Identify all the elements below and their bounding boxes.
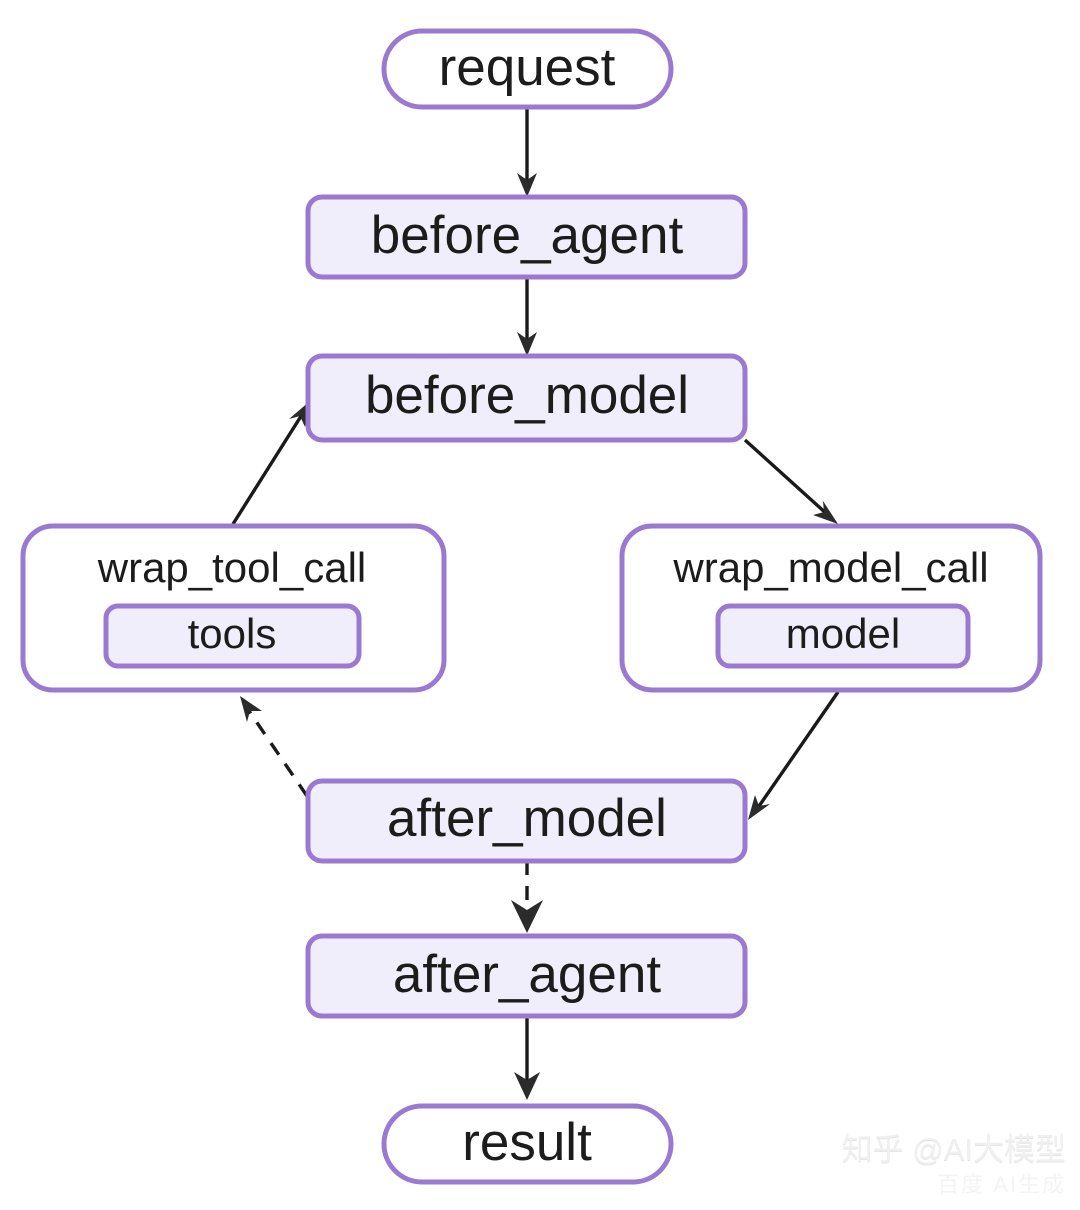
node-after-model[interactable]: after_model xyxy=(305,778,748,864)
node-after-agent-label: after_agent xyxy=(393,945,661,1004)
node-wrap-model-call-label: wrap_model_call xyxy=(672,544,988,591)
node-wrap-tool-call[interactable]: wrap_tool_call tools xyxy=(20,523,447,693)
node-before-agent[interactable]: before_agent xyxy=(305,194,748,280)
edge-layer xyxy=(231,107,840,1100)
node-wrap-model-call[interactable]: wrap_model_call model xyxy=(619,523,1043,693)
node-tools[interactable]: tools xyxy=(103,603,362,669)
node-result-label: result xyxy=(462,1113,592,1172)
edge-wrap-tool-call-to-before-model xyxy=(231,401,310,525)
edge-request-to-before-agent xyxy=(517,107,537,197)
edge-before-model-to-wrap-model-call xyxy=(743,438,838,524)
node-before-model[interactable]: before_model xyxy=(305,353,748,443)
node-model-label: model xyxy=(786,610,900,657)
node-before-model-label: before_model xyxy=(365,366,689,425)
node-tools-label: tools xyxy=(188,610,277,657)
node-request-label: request xyxy=(439,38,616,97)
edge-after-model-to-wrap-tool-call xyxy=(240,696,309,797)
node-wrap-tool-call-label: wrap_tool_call xyxy=(97,544,367,591)
node-after-agent[interactable]: after_agent xyxy=(305,933,748,1019)
edge-wrap-model-call-to-after-model xyxy=(748,691,840,820)
edge-after-model-to-after-agent xyxy=(511,861,543,933)
edge-after-agent-to-result xyxy=(514,1017,540,1100)
node-result[interactable]: result xyxy=(381,1103,674,1185)
node-model[interactable]: model xyxy=(715,603,971,669)
edge-before-agent-to-before-model xyxy=(517,277,537,356)
node-after-model-label: after_model xyxy=(387,789,667,848)
node-request[interactable]: request xyxy=(381,28,674,110)
node-before-agent-label: before_agent xyxy=(371,206,684,265)
